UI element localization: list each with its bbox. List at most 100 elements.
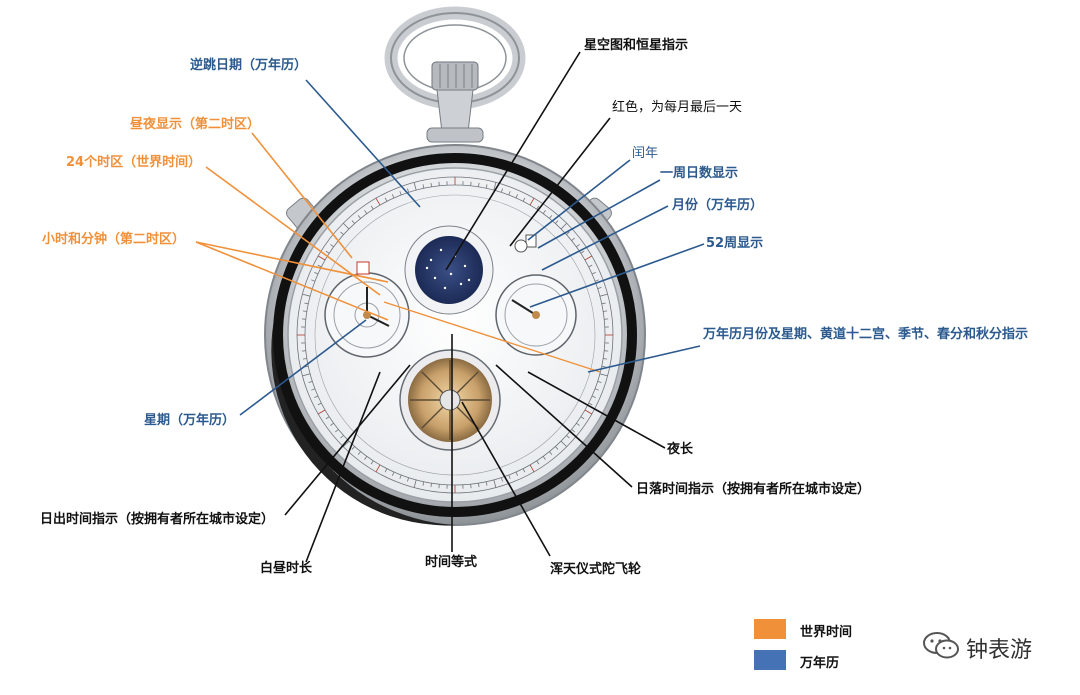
watch-case [264,144,646,526]
label-sunset: 日落时间指示（按拥有者所在城市设定） [636,482,871,497]
dial-tick [335,429,339,433]
dial-tick [384,468,388,473]
dial-tick [317,264,322,268]
dial-tick [370,205,374,210]
dial-tick [584,255,593,261]
star-dot [439,248,443,252]
label-day-night: 昼夜显示（第二时区） [130,117,261,132]
dial-tick [308,380,313,383]
dial-tick [580,250,585,254]
dial-tick [591,271,596,275]
dial-tick [601,365,606,368]
dial-tick [375,464,381,473]
dial-tick [571,429,575,433]
dial-tick [364,456,368,460]
dial-tick [603,358,608,360]
dial-tick [317,402,322,406]
dial-tick [493,182,497,191]
label-red-last-day: 红色，为每月最后一天 [612,100,743,115]
dial-tick [325,416,330,420]
dial-tick [351,220,355,224]
dial-tick [340,435,344,439]
legend-label-perpetual-calendar: 万年历 [800,656,840,671]
dial-tick [311,388,316,391]
dial-tick [500,188,503,193]
dial-tick [357,215,361,219]
dial-tick [364,210,368,214]
dial-tick [588,264,593,268]
dial-tick [555,220,559,224]
dial-tick [549,451,553,455]
dial-tick [375,197,381,206]
dial-tick [594,388,599,391]
dial-tick [601,302,606,305]
dial-tick [566,231,570,235]
label-hours-minutes-tz2: 小时和分钟（第二时区） [42,232,186,247]
dial-tick [515,471,519,476]
star-dot [433,276,437,280]
dial-tick [330,244,334,248]
dial-tick [576,244,580,248]
dial-tick [391,471,395,476]
dial-tick [430,182,432,187]
dial-tick [493,479,497,488]
dial-tick [399,191,402,196]
dial-tick [342,440,350,448]
label-night-length: 夜长 [667,442,694,457]
dial-tick [314,395,319,399]
dial-tick [597,380,602,383]
window-leap [525,234,537,248]
label-retrograde-date: 逆跳日期（万年历） [190,58,308,73]
dial-tick [302,293,311,297]
star-dot [425,266,429,270]
window-daynight [356,261,370,275]
dial-tick [413,479,417,488]
dial-tick [304,302,309,305]
dial [296,176,614,494]
sky-chart [404,225,494,315]
legend-swatch-perpetual-calendar [754,650,786,670]
dial-tick [536,460,540,465]
dial-tick [391,194,395,199]
label-sky-chart: 星空图和恒星指示 [584,38,689,53]
dial-tick [599,293,608,297]
label-52-weeks: 52周显示 [706,236,764,251]
dial-tick [317,255,326,261]
label-armillary-tourbillon: 浑天仪式陀飞轮 [550,562,642,577]
subdial-right [495,274,577,356]
dial-tick [566,435,570,439]
dial-tick [302,358,307,360]
dial-tick [542,210,546,214]
dial-tick [407,188,410,193]
dial-tick [384,197,388,202]
dial-tick [302,373,311,377]
dial-tick [597,287,602,290]
dial-tick [311,279,316,282]
dial-tick [407,477,410,482]
dial-tick [584,409,593,415]
dial-tick [317,409,326,415]
dial-tick [314,271,319,275]
star-dot [449,272,453,276]
dial-tick [571,237,575,241]
dial-tick [588,402,593,406]
dial-tick [522,468,526,473]
dial-tick [599,373,608,377]
label-24-timezones: 24个时区（世界时间） [66,155,202,170]
leader-lines [195,51,705,563]
watermark-text: 钟表游 [966,638,1033,663]
wechat-icon [923,632,959,659]
label-equation-of-time: 时间等式 [425,555,478,570]
dial-tick [522,197,526,202]
legend-label-world-time: 世界时间 [800,625,853,640]
dial-tick [508,191,511,196]
dial-tick [485,184,488,189]
dial-tick [325,250,330,254]
dial-tick [302,310,307,312]
dial-tick [549,215,553,219]
dial-tick [478,182,480,187]
crown [426,61,484,143]
star-dot [459,282,463,286]
